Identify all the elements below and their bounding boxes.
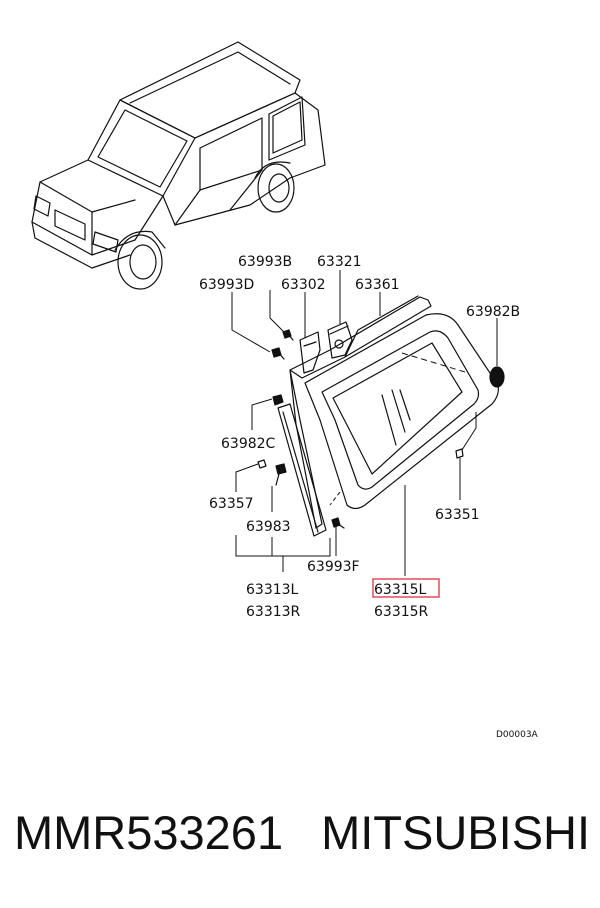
label-63315L[interactable]: 63315L: [374, 582, 427, 598]
drawing-code: D00003A: [496, 730, 539, 740]
brand-name: MITSUBISHI: [321, 806, 591, 859]
label-63982B[interactable]: 63982B: [466, 304, 520, 320]
screw-icons: [257, 329, 345, 529]
label-63993F[interactable]: 63993F: [307, 559, 360, 575]
callout-labels: 63993B 63321 63993D 63302 63361 63982B 6…: [199, 254, 539, 740]
label-63315R[interactable]: 63315R: [374, 604, 429, 620]
highlight-box-63315L: [372, 578, 440, 598]
footer-caption: MMR533261 MITSUBISHI: [14, 805, 600, 860]
label-63302[interactable]: 63302: [281, 277, 326, 293]
label-63313R[interactable]: 63313R: [246, 604, 301, 620]
label-63982C[interactable]: 63982C: [221, 436, 276, 452]
label-63993B[interactable]: 63993B: [238, 254, 292, 270]
label-63313L[interactable]: 63313L: [246, 582, 299, 598]
label-63361[interactable]: 63361: [355, 277, 400, 293]
label-63321[interactable]: 63321: [317, 254, 362, 270]
parts-diagram: 63993B 63321 63993D 63302 63361 63982B 6…: [31, 41, 539, 740]
reference-dashed-line: [401, 352, 466, 373]
leader-lines: [231, 270, 498, 576]
label-63983[interactable]: 63983: [246, 519, 291, 535]
label-63351[interactable]: 63351: [435, 507, 480, 523]
label-63357[interactable]: 63357: [209, 496, 254, 512]
vehicle-illustration: [31, 41, 326, 290]
label-63993D[interactable]: 63993D: [199, 277, 254, 293]
part-number: MMR533261: [14, 806, 284, 859]
parts-illustration: [257, 295, 505, 537]
